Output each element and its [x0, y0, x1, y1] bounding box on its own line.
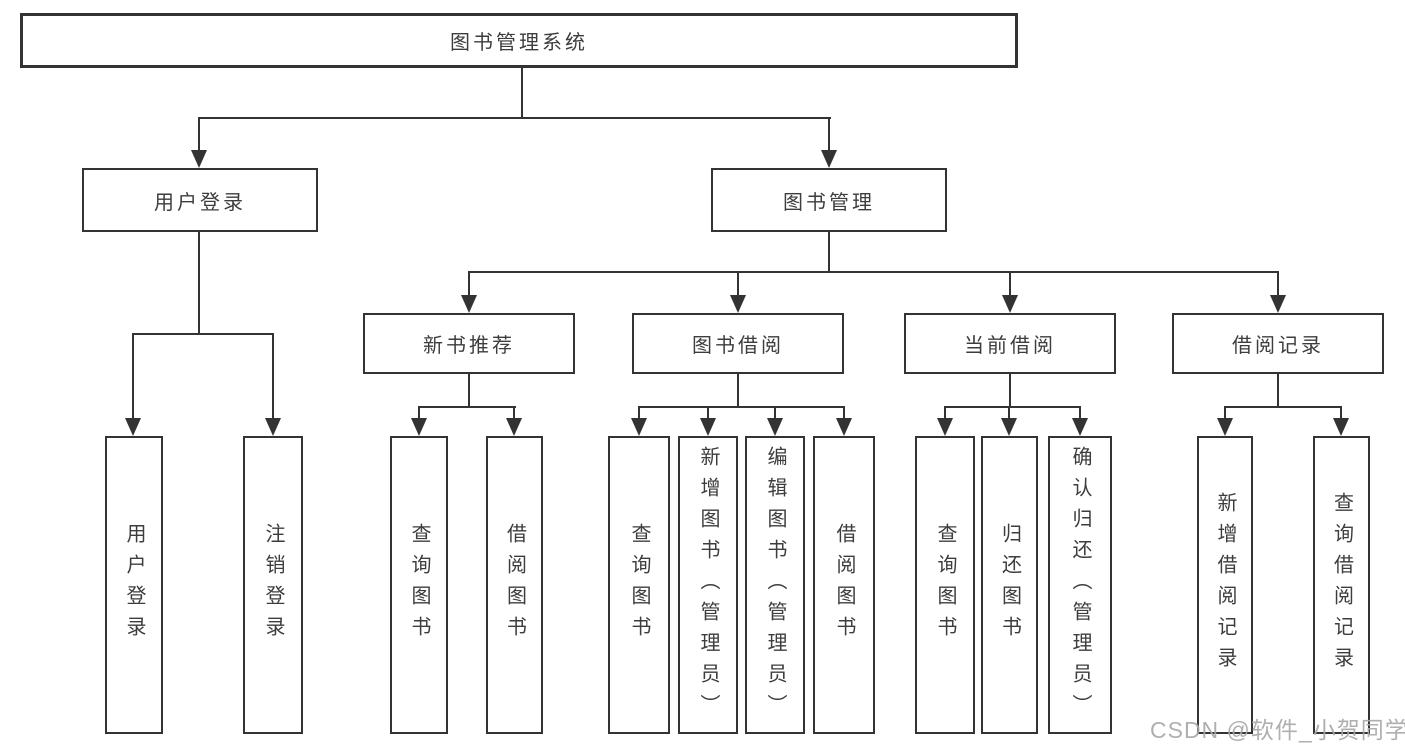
connector-line — [272, 333, 274, 420]
connector-line — [828, 117, 830, 152]
node-label: 新增借阅记录 — [1214, 492, 1236, 678]
leaf-logout: 注销登录 — [243, 436, 303, 734]
leaf-edit-book-admin: 编辑图书（管理员） — [745, 436, 805, 734]
connector-line — [828, 232, 830, 273]
connector-line — [468, 271, 1279, 273]
connector-line — [1277, 374, 1279, 408]
connector-line — [468, 271, 470, 297]
arrow-down-icon — [506, 418, 522, 436]
node-label: 图书管理 — [783, 191, 875, 214]
leaf-borrow-books-borrowing: 借阅图书 — [813, 436, 875, 734]
connector-line — [132, 333, 274, 335]
node-label: 图书借阅 — [692, 335, 784, 357]
arrow-down-icon — [767, 418, 783, 436]
node-label: 查询图书 — [628, 523, 650, 647]
leaf-add-borrow-record: 新增借阅记录 — [1197, 436, 1253, 734]
connector-line — [521, 68, 523, 119]
node-label: 确认归还（管理员） — [1069, 445, 1091, 725]
arrow-down-icon — [191, 150, 207, 168]
node-label: 借阅图书 — [503, 523, 526, 647]
node-label: 注销登录 — [262, 523, 284, 647]
leaf-query-books-current: 查询图书 — [915, 436, 975, 734]
leaf-borrow-books-recommendation: 借阅图书 — [486, 436, 543, 734]
connector-line — [132, 333, 134, 420]
node-label: 查询图书 — [934, 523, 956, 647]
connector-line — [198, 232, 200, 335]
leaf-confirm-return-admin: 确认归还（管理员） — [1048, 436, 1112, 734]
node-label: 当前借阅 — [964, 335, 1056, 357]
node-new-book-recommendation: 新书推荐 — [363, 313, 575, 374]
node-label: 查询图书 — [408, 523, 430, 647]
connector-line — [1277, 271, 1279, 297]
arrow-down-icon — [1270, 295, 1286, 313]
connector-line — [513, 406, 515, 420]
arrow-down-icon — [631, 418, 647, 436]
connector-line — [1224, 406, 1226, 420]
leaf-query-books-borrowing: 查询图书 — [608, 436, 670, 734]
node-label: 查询借阅记录 — [1330, 492, 1353, 678]
connector-line — [1009, 374, 1011, 408]
node-book-management: 图书管理 — [711, 168, 947, 232]
arrow-down-icon — [1001, 418, 1017, 436]
connector-line — [1008, 406, 1010, 420]
connector-line — [198, 117, 200, 152]
leaf-query-books-recommendation: 查询图书 — [390, 436, 448, 734]
node-library-management-system: 图书管理系统 — [20, 13, 1018, 68]
connector-line — [1224, 406, 1342, 408]
connector-line — [198, 117, 831, 119]
connector-line — [1079, 406, 1081, 420]
node-label: 归还图书 — [998, 523, 1021, 647]
connector-line — [944, 406, 946, 420]
leaf-add-book-admin: 新增图书（管理员） — [678, 436, 738, 734]
arrow-down-icon — [1072, 418, 1088, 436]
node-label: 用户登录 — [154, 191, 246, 214]
node-borrowing-records: 借阅记录 — [1172, 313, 1384, 374]
arrow-down-icon — [125, 418, 141, 436]
leaf-return-books: 归还图书 — [981, 436, 1038, 734]
arrow-down-icon — [836, 418, 852, 436]
arrow-down-icon — [1333, 418, 1349, 436]
node-label: 新书推荐 — [423, 335, 515, 357]
connector-line — [737, 271, 739, 297]
connector-line — [737, 374, 739, 408]
node-label: 借阅图书 — [833, 523, 855, 647]
connector-line — [638, 406, 845, 408]
watermark: CSDN @软件_小贺同学 — [1150, 717, 1405, 743]
connector-line — [774, 406, 776, 420]
connector-line — [418, 406, 420, 420]
arrow-down-icon — [821, 150, 837, 168]
arrow-down-icon — [700, 418, 716, 436]
node-label: 借阅记录 — [1232, 335, 1324, 357]
node-current-borrowing: 当前借阅 — [904, 313, 1116, 374]
leaf-user-login: 用户登录 — [105, 436, 163, 734]
arrow-down-icon — [730, 295, 746, 313]
arrow-down-icon — [1217, 418, 1233, 436]
node-book-borrowing: 图书借阅 — [632, 313, 844, 374]
connector-line — [1340, 406, 1342, 420]
node-label: 用户登录 — [123, 523, 145, 647]
connector-line — [1009, 271, 1011, 297]
arrow-down-icon — [1002, 295, 1018, 313]
node-label: 图书管理系统 — [450, 32, 588, 54]
connector-line — [707, 406, 709, 420]
connector-line — [468, 374, 470, 408]
connector-line — [418, 406, 516, 408]
node-user-login: 用户登录 — [82, 168, 318, 232]
arrow-down-icon — [265, 418, 281, 436]
connector-line — [638, 406, 640, 420]
node-label: 编辑图书（管理员） — [764, 445, 786, 725]
node-label: 新增图书（管理员） — [697, 445, 719, 725]
connector-line — [944, 406, 1081, 408]
arrow-down-icon — [411, 418, 427, 436]
arrow-down-icon — [461, 295, 477, 313]
connector-line — [843, 406, 845, 420]
arrow-down-icon — [937, 418, 953, 436]
leaf-query-borrow-record: 查询借阅记录 — [1313, 436, 1370, 734]
